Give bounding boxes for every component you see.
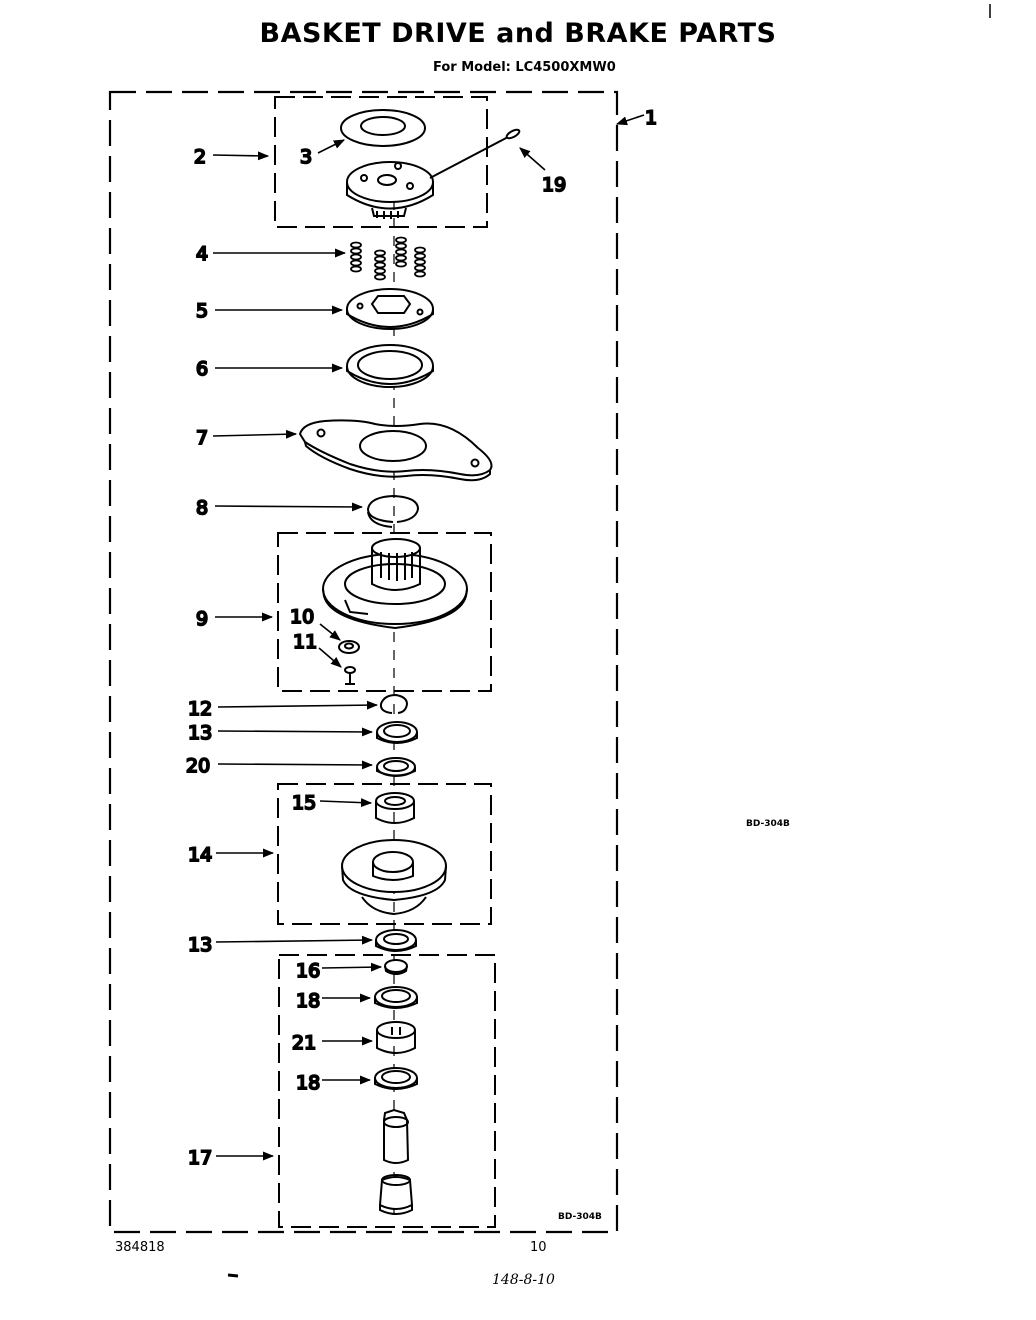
part-race-18-lower (374, 1067, 418, 1090)
callout-12: 12 (188, 698, 212, 720)
part-washer-3 (340, 109, 426, 147)
assembly-outline (108, 90, 619, 1234)
callout-18-upper: 18 (296, 990, 320, 1012)
callout-10: 10 (290, 606, 314, 628)
callout-3: 3 (300, 146, 312, 168)
scan-mark-bottom-dash (227, 1273, 239, 1278)
part-hub-9 (322, 538, 468, 630)
part-retaining-ring-8 (366, 494, 420, 528)
diagram-code-box: BD-304B (558, 1212, 602, 1222)
subassembly-box-hub (277, 532, 492, 692)
callout-2: 2 (194, 146, 206, 168)
callout-21: 21 (292, 1032, 316, 1054)
subassembly-box-shaft (278, 954, 496, 1228)
part-clip-ring-12 (379, 693, 409, 714)
callout-6: 6 (196, 358, 208, 380)
diagram-title: BASKET DRIVE and BRAKE PARTS (259, 18, 777, 49)
callout-7: 7 (196, 427, 208, 449)
part-bearing-13-lower (375, 929, 417, 952)
leader-lines (212, 114, 645, 1161)
part-sleeve-21 (376, 1021, 416, 1054)
part-bearing-13-upper (376, 721, 418, 744)
callout-18-lower: 18 (296, 1072, 320, 1094)
callout-4: 4 (196, 243, 208, 265)
callout-11: 11 (293, 631, 317, 653)
callout-14: 14 (188, 844, 212, 866)
callout-15: 15 (292, 792, 316, 814)
part-seal-20 (376, 757, 416, 777)
callout-19: 19 (542, 174, 566, 196)
part-springs-4 (350, 236, 426, 281)
callout-17: 17 (188, 1147, 212, 1169)
footer-left-number: 384818 (115, 1240, 165, 1255)
subassembly-box-top (274, 96, 488, 228)
part-gear-plate-2 (346, 161, 434, 219)
part-pin-19 (429, 128, 521, 179)
callout-1: 1 (645, 107, 657, 129)
part-nut-10 (338, 640, 360, 654)
callout-16: 16 (296, 960, 320, 982)
part-mounting-plate-7 (298, 419, 493, 482)
callout-5: 5 (196, 300, 208, 322)
footer-page-number: 10 (530, 1240, 547, 1255)
part-pulley-14 (341, 839, 447, 916)
part-screw-11 (344, 666, 356, 685)
callout-13-upper: 13 (188, 722, 212, 744)
diagram-code-side: BD-304B (746, 819, 790, 829)
model-subtitle: For Model: LC4500XMW0 (433, 60, 616, 75)
callout-9: 9 (196, 608, 208, 630)
part-shaft-17 (378, 1108, 414, 1215)
part-brake-lining-6 (346, 344, 434, 388)
part-bushing-15 (375, 792, 415, 824)
callout-13-lower: 13 (188, 934, 212, 956)
part-brake-plate-5 (346, 288, 434, 330)
footer-handwritten-note: 148-8-10 (492, 1272, 555, 1288)
callout-labels: 1 2 3 19 4 5 6 7 8 9 10 11 12 13 20 15 1… (185, 106, 658, 1170)
subassembly-box-pulley (277, 783, 492, 925)
callout-20: 20 (186, 755, 210, 777)
part-cap-16 (384, 959, 408, 975)
part-race-18-upper (374, 986, 418, 1009)
callout-8: 8 (196, 497, 208, 519)
